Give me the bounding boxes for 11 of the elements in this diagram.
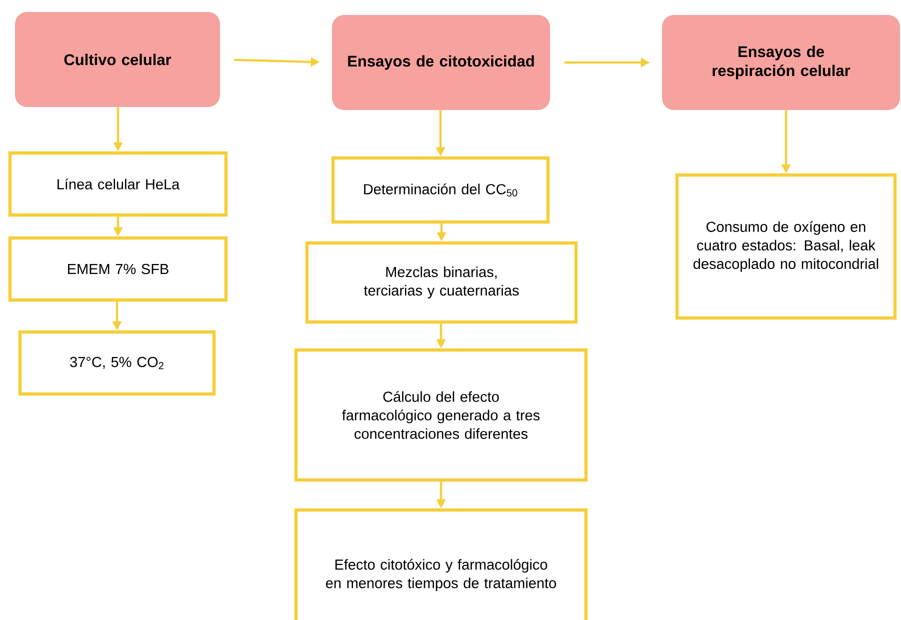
process-box: Línea celular HeLa: [8, 151, 228, 217]
process-box: Determinación del CC$_{50}$: [331, 156, 550, 224]
process-box: Cálculo del efecto farmacológico generado a tres concentraciones diferentes: [294, 348, 588, 482]
process-box: 37°C, 5% CO$_{2}$: [18, 330, 216, 396]
process-box: EMEM 7% SFB: [8, 236, 228, 302]
title-box: Ensayos de respiración celular: [662, 15, 900, 110]
title-box: Cultivo celular: [15, 12, 220, 107]
process-box: Mezclas binarias, terciarias y cuaternarias: [305, 241, 578, 324]
process-box: Efecto citotóxico y farmacológico en menores tiempos de tratamiento: [294, 508, 588, 620]
process-box: Consumo de oxígeno en cuatro estados: Basal, leak desacoplado no mitocondrial: [675, 173, 897, 320]
title-box: Ensayos de citotoxicidad: [332, 15, 550, 110]
